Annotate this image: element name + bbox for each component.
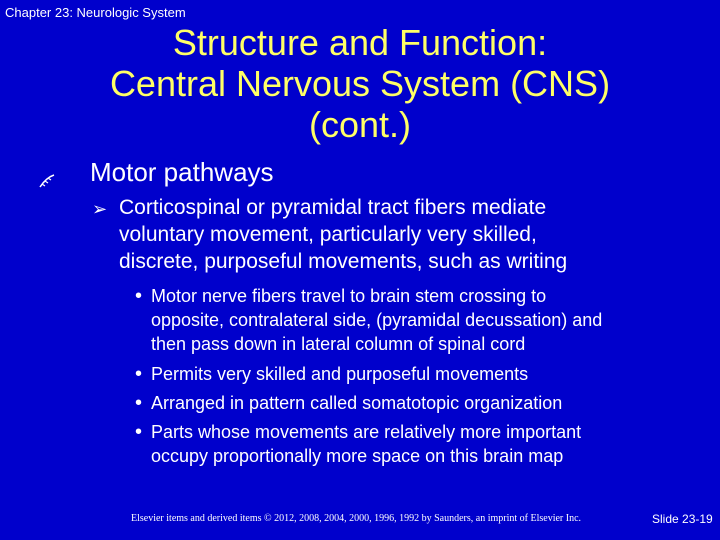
detail-line: Motor nerve fibers travel to brain stem … (151, 286, 547, 306)
slide-number: Slide 23-19 (652, 512, 713, 526)
arrow-bullet-icon: ➢ (92, 199, 108, 219)
detail-line: Permits very skilled and purposeful move… (151, 364, 529, 384)
copyright-footer: Elsevier items and derived items © 2012,… (131, 513, 582, 524)
dot-bullet-icon: • (135, 363, 143, 385)
detail-line: Arranged in pattern called somatotopic o… (151, 393, 563, 413)
chapter-label: Chapter 23: Neurologic System (5, 5, 186, 20)
title-line-2: Central Nervous System (CNS) (109, 63, 611, 104)
feather-bullet-icon (38, 164, 56, 188)
title-line-3: (cont.) (308, 104, 412, 145)
dot-bullet-icon: • (135, 392, 143, 414)
detail-line: then pass down in lateral column of spin… (151, 334, 526, 354)
bullet-text: Motor pathways (90, 157, 274, 187)
detail-line: opposite, contralateral side, (pyramidal… (151, 310, 603, 330)
detail-line: Parts whose movements are relatively mor… (151, 422, 582, 442)
sub-bullet-line: discrete, purposeful movements, such as … (119, 250, 568, 273)
sub-bullet-text: Corticospinal or pyramidal tract fibers … (119, 194, 654, 275)
sub-bullet-line: voluntary movement, particularly very sk… (119, 223, 537, 246)
detail-line: occupy proportionally more space on this… (151, 446, 564, 466)
slide-title: Structure and Function: Central Nervous … (40, 22, 680, 145)
dot-bullet-icon: • (135, 421, 143, 443)
title-line-1: Structure and Function: (172, 22, 548, 63)
dot-bullet-icon: • (135, 285, 143, 307)
sub-bullet-line: Corticospinal or pyramidal tract fibers … (119, 196, 547, 219)
